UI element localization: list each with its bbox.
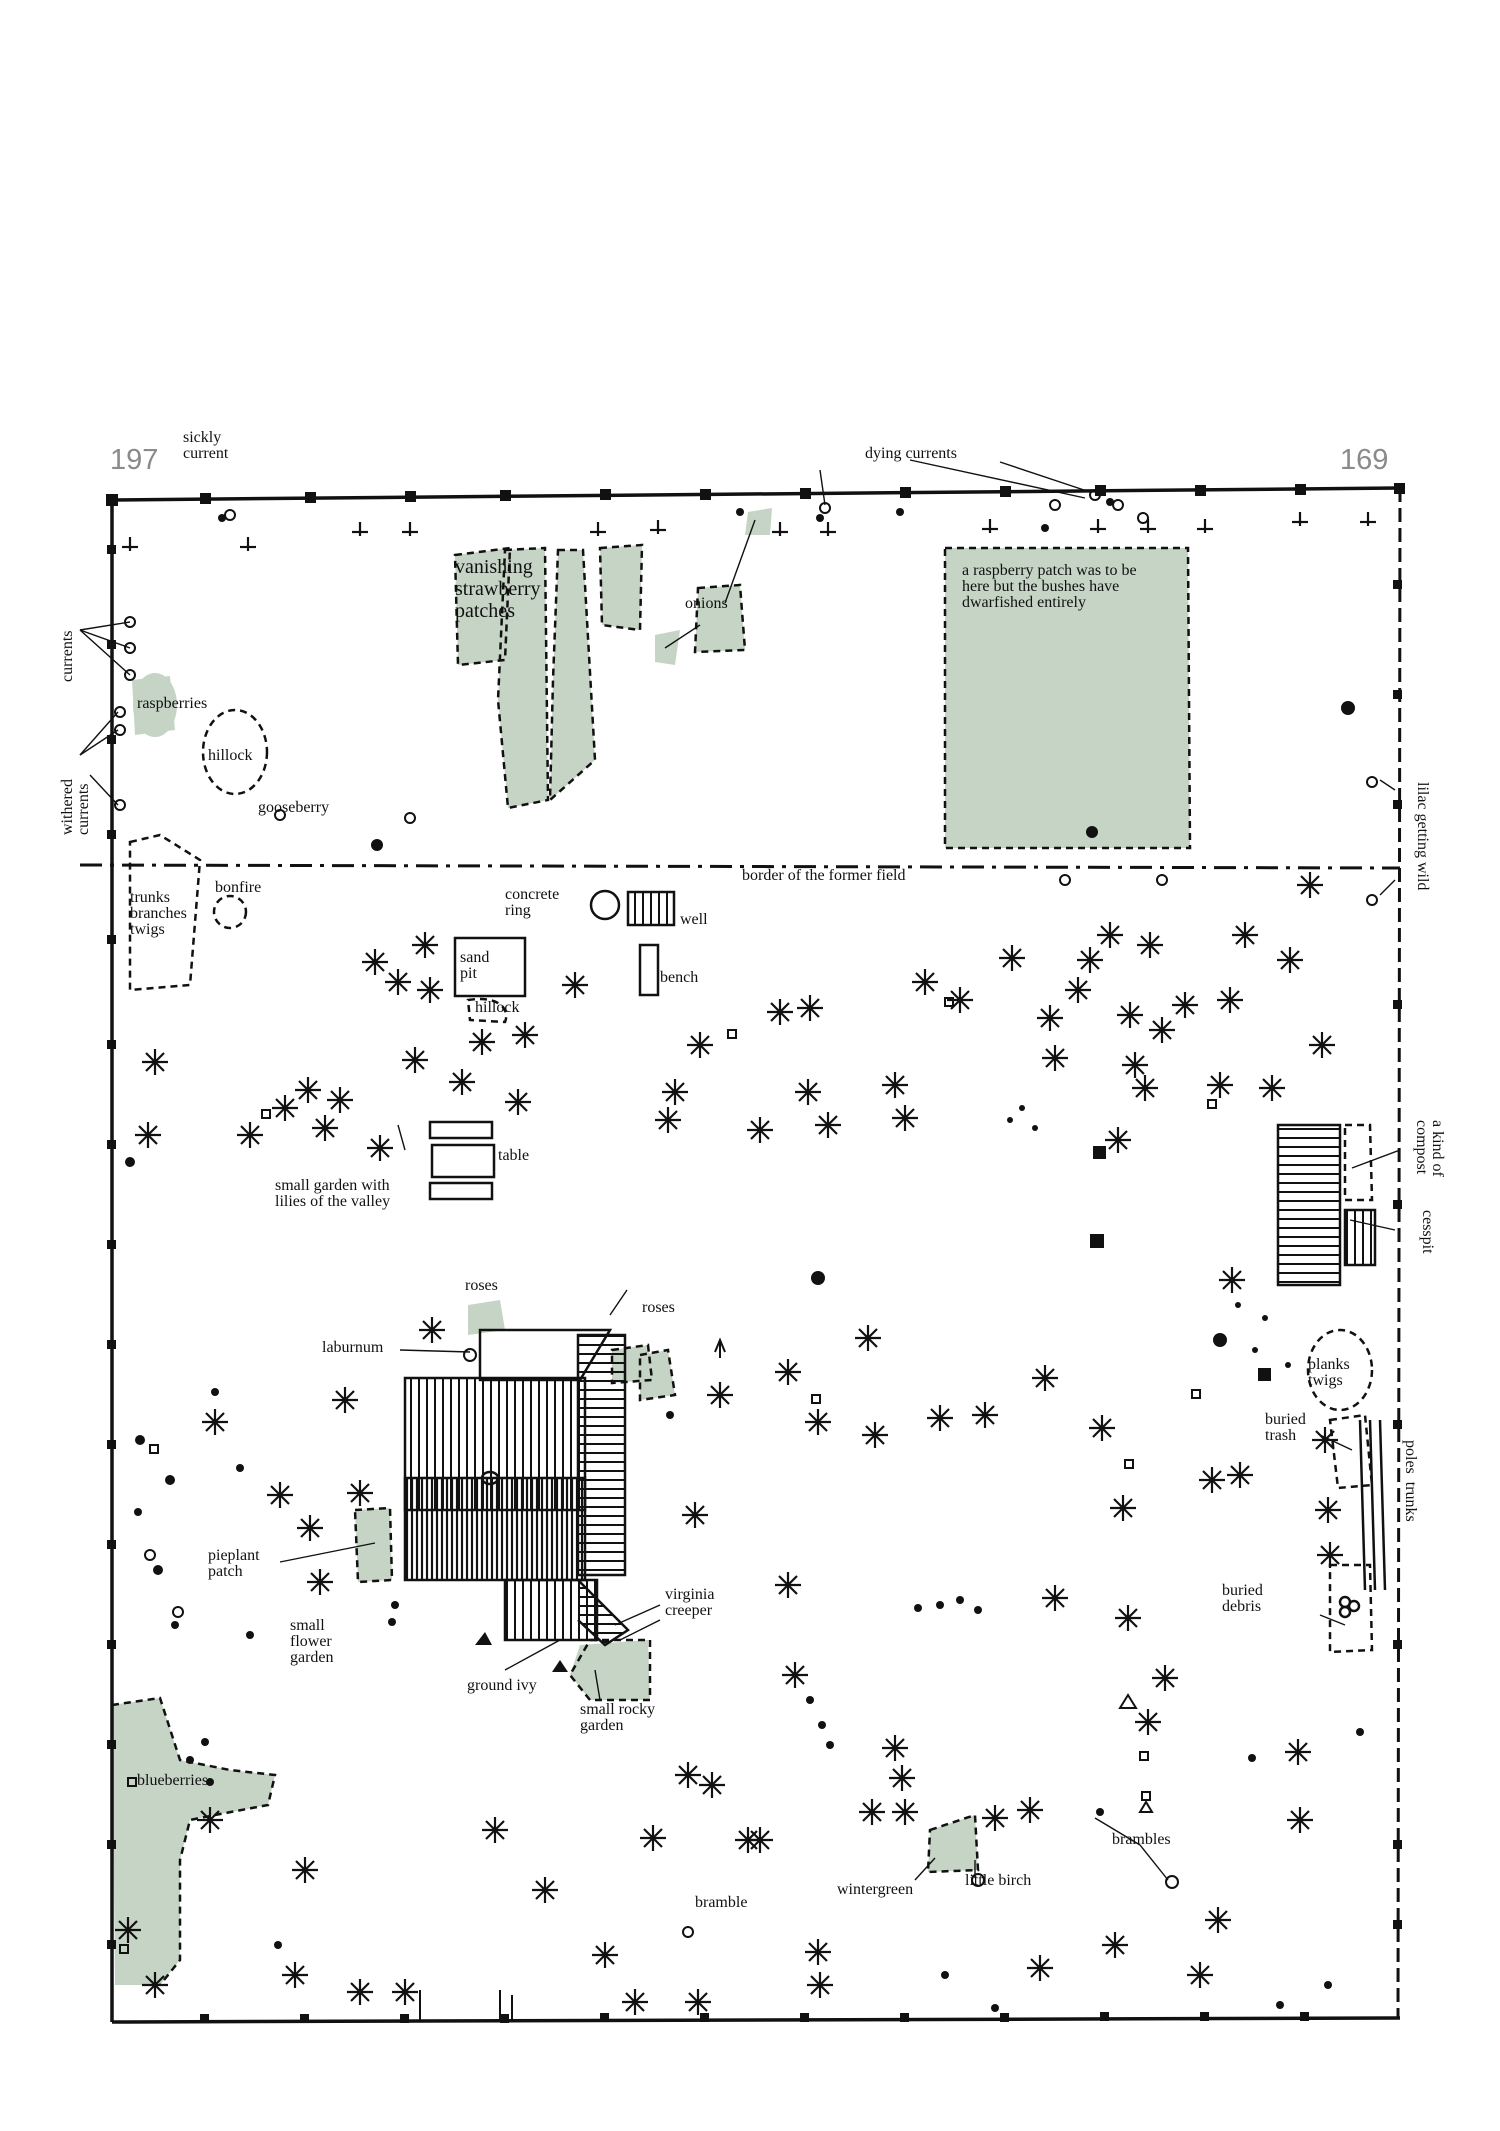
label-ground-ivy: ground ivy (467, 1677, 537, 1694)
label-lilac: lilac getting wild (1414, 782, 1431, 891)
label-poles-trunks: poles trunks (1402, 1440, 1419, 1522)
label-bench: bench (660, 969, 699, 986)
label-sand-pit: sand pit (460, 949, 490, 982)
cesspit (1343, 1208, 1377, 1267)
lot-number-right: 169 (1340, 444, 1389, 476)
label-cesspit: cesspit (1419, 1210, 1436, 1254)
label-virginia-creeper: virginia creeper (665, 1586, 715, 1619)
label-brambles: brambles (1112, 1831, 1171, 1848)
label-compost: a kind of compost (1413, 1120, 1446, 1177)
label-hillock-mid: hillock (475, 999, 520, 1016)
label-raspberry-note: a raspberry patch was to be here but the… (962, 562, 1137, 611)
bench (638, 943, 660, 997)
label-hillock-top: hillock (208, 747, 253, 764)
label-small-garden: small garden with lilies of the valley (275, 1177, 391, 1210)
label-currents: currents (59, 630, 76, 682)
label-laburnum: laburnum (322, 1339, 384, 1356)
outline-markers (114, 489, 1378, 1954)
label-bramble: bramble (695, 1894, 748, 1911)
label-roses-left: roses (465, 1277, 498, 1294)
label-gooseberry: gooseberry (258, 799, 330, 816)
label-wintergreen: wintergreen (837, 1881, 914, 1898)
well (626, 890, 676, 927)
poles (1358, 1419, 1387, 1591)
concrete-ring (589, 889, 621, 921)
label-buried-trash: buried trash (1265, 1411, 1306, 1444)
label-blueberries: blueberries (137, 1772, 209, 1789)
label-roses-right: roses (642, 1299, 675, 1316)
veranda (576, 1333, 627, 1577)
label-well: well (680, 911, 708, 928)
chimney (480, 1470, 500, 1486)
label-rocky-garden: small rocky garden (580, 1701, 656, 1734)
house-lower (403, 1476, 587, 1582)
shed (1276, 1123, 1342, 1287)
label-small-flower-garden: small flower garden (290, 1617, 334, 1666)
lot-number-left: 197 (110, 444, 159, 476)
table-bench-top (428, 1120, 494, 1140)
label-dying-currents: dying currents (865, 445, 957, 462)
porch (478, 1328, 613, 1382)
lot-boundary (79, 486, 1402, 2024)
label-raspberries: raspberries (137, 695, 208, 712)
label-border: border of the former field (742, 867, 906, 884)
label-sickly-current: sickly current (183, 429, 229, 462)
green-areas (112, 508, 1190, 1985)
leader-lines (79, 459, 1401, 1881)
label-concrete-ring: concrete ring (505, 886, 560, 919)
label-onions: onions (685, 595, 728, 612)
label-pieplant: pieplant patch (208, 1547, 260, 1580)
structures (403, 889, 1387, 1647)
small-markers (125, 498, 1364, 2012)
label-withered-currents: withered currents (59, 779, 92, 835)
label-planks-twigs: planks twigs (1308, 1356, 1350, 1389)
sand-pit (453, 936, 527, 998)
fence-posts (106, 483, 1405, 2023)
table (430, 1143, 496, 1179)
table-bench-bottom (428, 1181, 494, 1201)
label-buried-debris: buried debris (1222, 1582, 1263, 1615)
dashed-outlines (111, 543, 1374, 1986)
label-little-birch: little birch (965, 1872, 1032, 1889)
label-trunks: trunks branches twigs (130, 889, 187, 938)
label-bonfire: bonfire (215, 879, 262, 896)
label-strawberry-patches: vanishing strawberry patches (455, 556, 541, 622)
steps (577, 1579, 630, 1647)
label-table: table (498, 1147, 530, 1164)
